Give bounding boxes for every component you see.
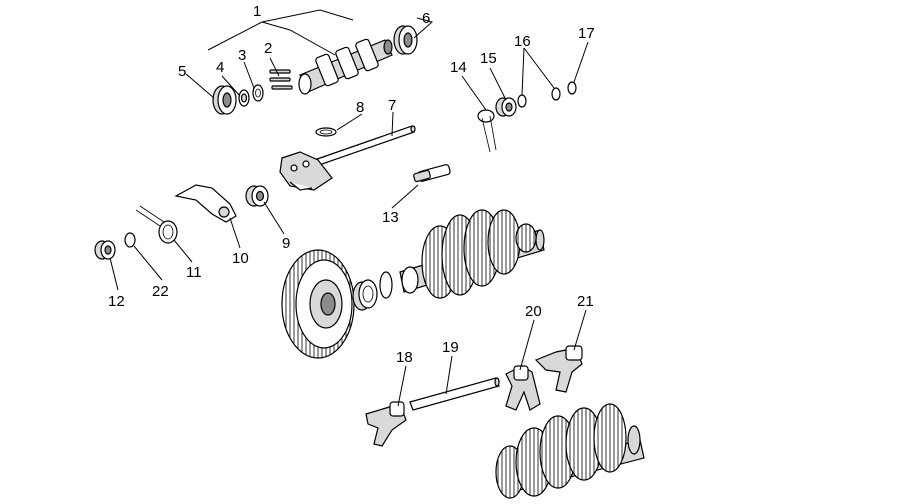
part-primary-gear <box>281 249 355 359</box>
callout-22: 22 <box>152 283 169 300</box>
callout-9: 9 <box>282 235 290 252</box>
part-3-washer <box>252 84 264 102</box>
callout-12: 12 <box>108 293 125 310</box>
part-11-spring <box>135 205 178 244</box>
callout-3: 3 <box>238 47 246 64</box>
part-8-spring <box>315 127 337 137</box>
part-18-fork <box>365 401 407 447</box>
part-needle-bearing <box>352 279 378 311</box>
callout-17: 17 <box>578 25 595 42</box>
callout-20: 20 <box>525 303 542 320</box>
callout-18: 18 <box>396 349 413 366</box>
part-7-selector-shaft <box>279 125 416 191</box>
part-14-spring <box>477 109 497 153</box>
part-15-bushing <box>495 97 517 117</box>
callout-16: 16 <box>514 33 531 50</box>
callout-1: 1 <box>253 3 261 20</box>
callout-labels: 1 2 3 4 5 6 7 8 9 10 11 12 13 14 15 16 1… <box>108 3 595 366</box>
part-21-fork <box>534 345 583 393</box>
part-10-lever <box>174 184 237 223</box>
part-9-bushing <box>245 185 269 207</box>
leader-lines <box>109 9 589 407</box>
callout-8: 8 <box>356 99 364 116</box>
part-5-bearing <box>212 85 237 115</box>
part-20-fork <box>505 365 541 411</box>
callout-7: 7 <box>388 97 396 114</box>
part-13-pin <box>413 164 451 183</box>
callout-4: 4 <box>216 59 224 76</box>
part-layshaft-cluster <box>495 403 645 499</box>
callout-13: 13 <box>382 209 399 226</box>
part-12-bushing <box>94 240 116 260</box>
part-thin-washer <box>379 271 393 299</box>
callout-19: 19 <box>442 339 459 356</box>
part-16-washers <box>517 87 561 108</box>
part-2-pins <box>269 69 293 90</box>
part-4-ring <box>238 89 250 107</box>
part-22-circlip <box>124 232 136 248</box>
part-1-shift-drum <box>298 38 393 95</box>
callout-11: 11 <box>186 264 202 281</box>
callout-6: 6 <box>422 10 430 27</box>
part-mainshaft-cluster <box>399 209 545 299</box>
callout-15: 15 <box>480 50 497 67</box>
callout-14: 14 <box>450 59 467 76</box>
part-6-bearing <box>393 25 418 55</box>
callout-2: 2 <box>264 40 272 57</box>
callout-21: 21 <box>577 293 594 310</box>
part-19-fork-rod <box>409 377 500 411</box>
callout-5: 5 <box>178 63 186 80</box>
part-17-washer <box>567 81 577 95</box>
callout-10: 10 <box>232 250 249 267</box>
